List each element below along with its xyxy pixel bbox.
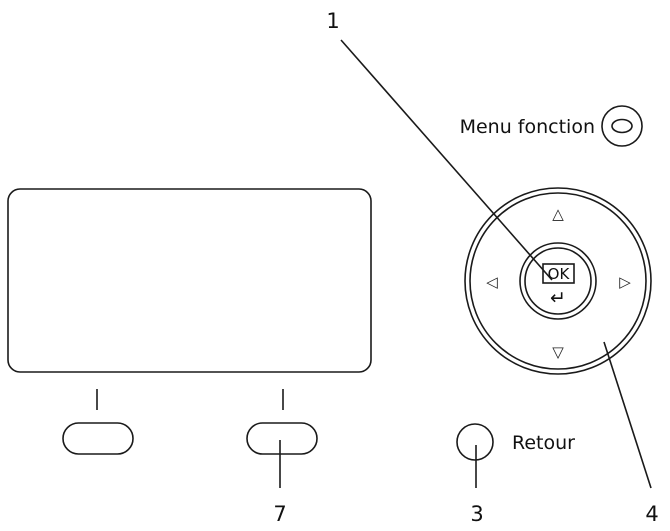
ok-button[interactable]: [519, 242, 597, 320]
ok-label-box: [542, 263, 575, 284]
callout-7: 7: [273, 502, 286, 526]
navigation-ring-outer[interactable]: [464, 187, 652, 375]
navigation-ring-inner-edge: [469, 192, 647, 370]
display-screen: [7, 188, 372, 373]
menu-function-label: Menu fonction: [460, 116, 595, 138]
callout-1: 1: [326, 9, 339, 33]
right-arrow-icon[interactable]: ▷: [619, 273, 631, 291]
left-arrow-icon[interactable]: ◁: [486, 273, 498, 291]
callout-1-leader: [340, 39, 553, 281]
down-arrow-icon[interactable]: ▽: [552, 343, 564, 361]
up-arrow-icon[interactable]: △: [552, 205, 564, 223]
left-softkey-button[interactable]: [62, 422, 134, 455]
enter-icon: ↵: [550, 287, 566, 309]
ok-button-inner-edge: [524, 247, 592, 315]
ok-label: OK: [548, 265, 571, 283]
back-button[interactable]: [456, 423, 494, 461]
callout-4: 4: [645, 502, 658, 526]
right-softkey-button[interactable]: [246, 422, 318, 455]
menu-function-button-inner: [611, 118, 633, 134]
callout-3: 3: [470, 502, 483, 526]
callout-4-leader: [603, 341, 652, 489]
back-label: Retour: [512, 432, 575, 454]
menu-function-button[interactable]: [601, 105, 643, 147]
